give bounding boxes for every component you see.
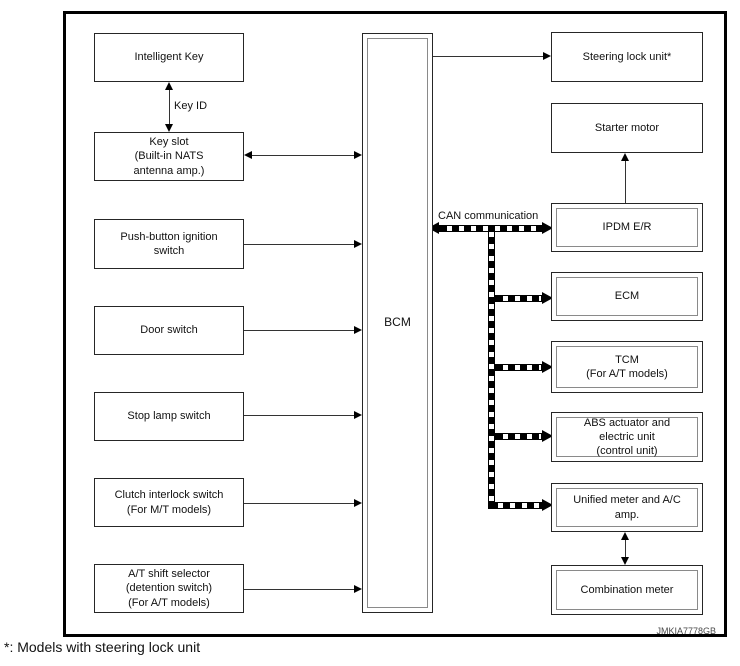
box-steering-lock-unit: Steering lock unit* bbox=[551, 32, 703, 82]
arrow-down-icon bbox=[621, 557, 629, 565]
arrow-left-icon bbox=[428, 222, 439, 234]
arrow-right-icon bbox=[542, 361, 553, 373]
arrow-right-icon bbox=[354, 585, 362, 593]
box-key-slot: Key slot (Built-in NATS antenna amp.) bbox=[94, 132, 244, 181]
box-label: Unified meter and A/C amp. bbox=[556, 488, 698, 527]
line-bcm-steering bbox=[433, 56, 543, 57]
box-bcm: BCM bbox=[362, 33, 433, 613]
box-unified-meter-ac-amp: Unified meter and A/C amp. bbox=[551, 483, 703, 532]
box-label: Combination meter bbox=[556, 570, 698, 610]
box-label: IPDM E/R bbox=[556, 208, 698, 247]
box-door-switch: Door switch bbox=[94, 306, 244, 355]
box-label: ABS actuator and electric unit (control … bbox=[556, 417, 698, 457]
box-label: TCM (For A/T models) bbox=[556, 346, 698, 388]
line-atshift-bcm bbox=[244, 589, 354, 590]
arrow-right-icon bbox=[354, 240, 362, 248]
line-clutch-bcm bbox=[244, 503, 354, 504]
can-branch-ecm bbox=[495, 295, 542, 302]
line-ipdm-starter bbox=[625, 160, 626, 203]
box-combination-meter: Combination meter bbox=[551, 565, 703, 615]
box-at-shift-selector: A/T shift selector (detention switch) (F… bbox=[94, 564, 244, 613]
box-push-button-ignition-switch: Push-button ignition switch bbox=[94, 219, 244, 269]
line-key-id bbox=[169, 88, 170, 126]
can-branch-abs bbox=[495, 433, 542, 440]
line-stoplamp-bcm bbox=[244, 415, 354, 416]
box-label: ECM bbox=[556, 277, 698, 316]
box-stop-lamp-switch: Stop lamp switch bbox=[94, 392, 244, 441]
arrow-right-icon bbox=[354, 151, 362, 159]
arrow-right-icon bbox=[542, 499, 553, 511]
line-unified-combination bbox=[625, 538, 626, 559]
watermark-code: JMKIA7778GB bbox=[656, 626, 716, 636]
can-branch-tcm bbox=[495, 364, 542, 371]
arrow-right-icon bbox=[542, 222, 553, 234]
key-id-label: Key ID bbox=[174, 100, 208, 112]
box-clutch-interlock-switch: Clutch interlock switch (For M/T models) bbox=[94, 478, 244, 527]
box-ecm: ECM bbox=[551, 272, 703, 321]
box-intelligent-key: Intelligent Key bbox=[94, 33, 244, 82]
box-tcm: TCM (For A/T models) bbox=[551, 341, 703, 393]
arrow-right-icon bbox=[354, 326, 362, 334]
arrow-right-icon bbox=[543, 52, 551, 60]
footnote: *: Models with steering lock unit bbox=[4, 639, 201, 655]
can-branch-unified-meter bbox=[490, 502, 542, 509]
arrow-up-icon bbox=[621, 153, 629, 161]
arrow-right-icon bbox=[354, 411, 362, 419]
can-communication-label: CAN communication bbox=[438, 210, 539, 222]
line-door-bcm bbox=[244, 330, 354, 331]
can-line-vertical bbox=[488, 229, 495, 509]
arrow-up-icon bbox=[621, 532, 629, 540]
arrow-right-icon bbox=[542, 292, 553, 304]
box-starter-motor: Starter motor bbox=[551, 103, 703, 153]
arrow-right-icon bbox=[354, 499, 362, 507]
line-keyslot-bcm bbox=[252, 155, 354, 156]
arrow-left-icon bbox=[244, 151, 252, 159]
line-pushbutton-bcm bbox=[244, 244, 354, 245]
bcm-label: BCM bbox=[367, 38, 428, 608]
arrow-up-icon bbox=[165, 82, 173, 90]
box-ipdm-er: IPDM E/R bbox=[551, 203, 703, 252]
arrow-right-icon bbox=[542, 430, 553, 442]
box-abs-actuator: ABS actuator and electric unit (control … bbox=[551, 412, 703, 462]
arrow-down-icon bbox=[165, 124, 173, 132]
